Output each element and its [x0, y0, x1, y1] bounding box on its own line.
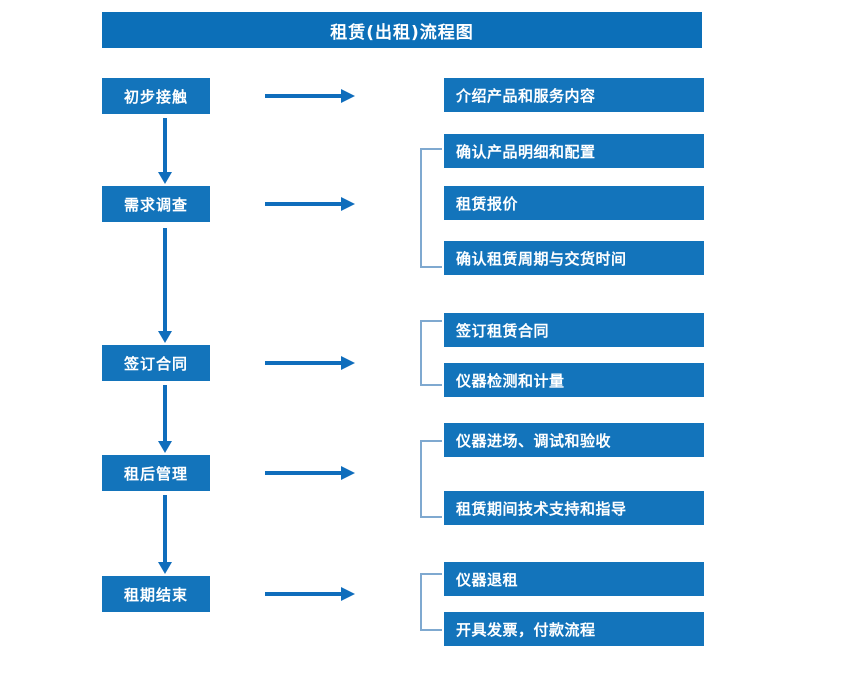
bracket-group-sign-contract: [420, 320, 442, 386]
detail-box-confirm-product-details[interactable]: 确认产品明细和配置: [444, 134, 704, 168]
arrow-shaft: [163, 495, 167, 562]
horizontal-arrow-stage5: [265, 587, 355, 601]
arrow-shaft: [163, 385, 167, 441]
vertical-arrow-stage4-to-stage5: [158, 495, 172, 574]
stage-box-rental-end[interactable]: 租期结束: [102, 576, 210, 612]
arrow-head-right-icon: [341, 587, 355, 601]
arrow-shaft: [265, 202, 341, 206]
stage-box-post-rental-management[interactable]: 租后管理: [102, 455, 210, 491]
arrow-head-right-icon: [341, 89, 355, 103]
stage-box-sign-contract[interactable]: 签订合同: [102, 345, 210, 381]
bracket-group-rental-end: [420, 573, 442, 631]
detail-box-instrument-inspection-metering[interactable]: 仪器检测和计量: [444, 363, 704, 397]
arrow-head-right-icon: [341, 197, 355, 211]
detail-box-rental-quotation[interactable]: 租赁报价: [444, 186, 704, 220]
horizontal-arrow-stage3: [265, 356, 355, 370]
arrow-shaft: [265, 94, 341, 98]
arrow-head-down-icon: [158, 441, 172, 453]
arrow-head-right-icon: [341, 356, 355, 370]
arrow-shaft: [265, 471, 341, 475]
arrow-shaft: [163, 228, 167, 331]
detail-box-invoice-payment-process[interactable]: 开具发票，付款流程: [444, 612, 704, 646]
detail-box-sign-rental-contract[interactable]: 签订租赁合同: [444, 313, 704, 347]
horizontal-arrow-stage4: [265, 466, 355, 480]
diagram-title: 租赁(出租)流程图: [102, 12, 702, 48]
detail-box-instrument-entry-commissioning-acceptance[interactable]: 仪器进场、调试和验收: [444, 423, 704, 457]
stage-box-initial-contact[interactable]: 初步接触: [102, 78, 210, 114]
arrow-shaft: [265, 361, 341, 365]
bracket-group-post-rental-management: [420, 440, 442, 518]
vertical-arrow-stage2-to-stage3: [158, 228, 172, 343]
arrow-shaft: [163, 118, 167, 172]
arrow-head-right-icon: [341, 466, 355, 480]
bracket-group-demand-survey: [420, 148, 442, 268]
detail-box-instrument-return[interactable]: 仪器退租: [444, 562, 704, 596]
vertical-arrow-stage3-to-stage4: [158, 385, 172, 453]
vertical-arrow-stage1-to-stage2: [158, 118, 172, 184]
stage-box-demand-survey[interactable]: 需求调查: [102, 186, 210, 222]
detail-box-introduce-products-services[interactable]: 介绍产品和服务内容: [444, 78, 704, 112]
arrow-head-down-icon: [158, 172, 172, 184]
horizontal-arrow-stage1: [265, 89, 355, 103]
horizontal-arrow-stage2: [265, 197, 355, 211]
arrow-head-down-icon: [158, 331, 172, 343]
arrow-shaft: [265, 592, 341, 596]
detail-box-confirm-rental-period-delivery[interactable]: 确认租赁周期与交货时间: [444, 241, 704, 275]
arrow-head-down-icon: [158, 562, 172, 574]
detail-box-technical-support-guidance[interactable]: 租赁期间技术支持和指导: [444, 491, 704, 525]
